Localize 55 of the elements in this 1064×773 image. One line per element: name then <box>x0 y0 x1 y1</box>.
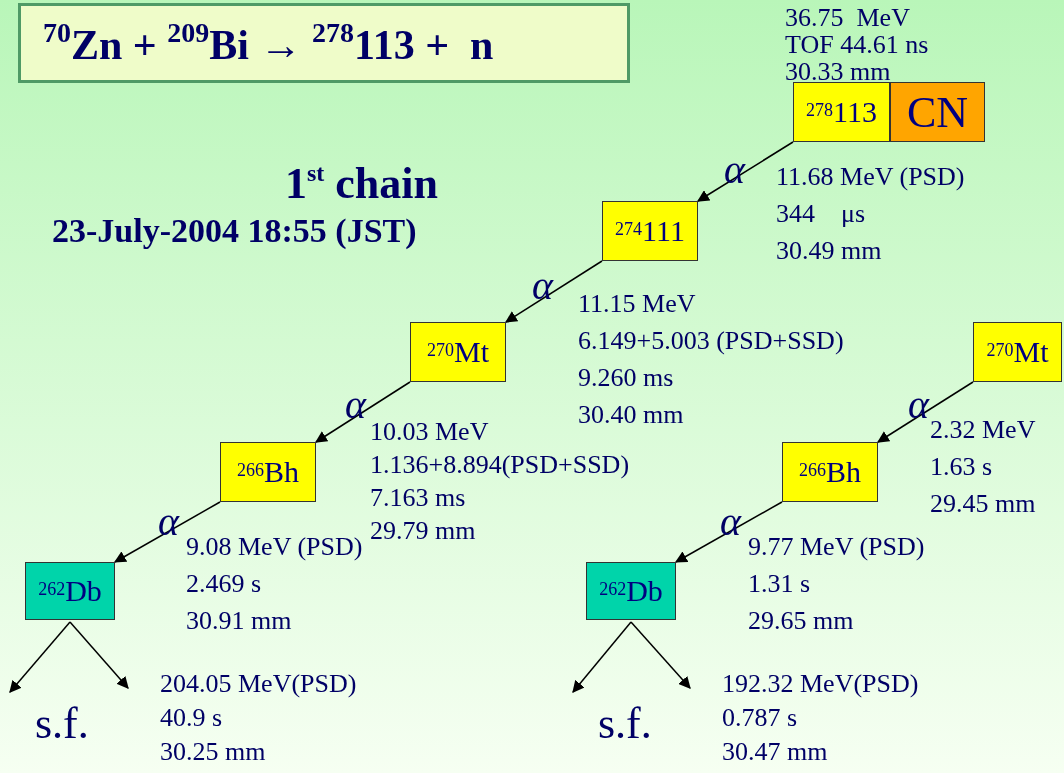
decay-arrow <box>697 141 794 202</box>
nuclide-box: $^{274}$111 <box>602 201 698 261</box>
measurement-text: 10.03 MeV <box>370 418 489 447</box>
measurement-text: 30.91 mm <box>186 607 292 636</box>
nuclide-box: $^{262}$Db <box>25 562 115 620</box>
decay-arrow <box>113 501 221 563</box>
edge-label: α <box>908 385 929 425</box>
heading: 23-July-2004 18:55 (JST) <box>52 212 417 250</box>
heading: 1$^{st}$ chain <box>285 160 439 209</box>
measurement-text: 40.9 s <box>160 704 223 733</box>
measurement-text: 2.469 s <box>186 570 262 599</box>
measurement-text: 344 μs <box>776 200 866 229</box>
decay-mode: s.f. <box>35 700 89 749</box>
decay-arrow <box>630 621 691 689</box>
decay-arrow <box>877 381 974 443</box>
decay-mode: s.f. <box>598 700 652 749</box>
decay-arrow <box>315 381 411 443</box>
measurement-text: 11.15 MeV <box>578 290 696 319</box>
measurement-text: 9.260 ms <box>578 364 674 393</box>
measurement-text: 30.40 mm <box>578 401 684 430</box>
measurement-text: 6.149+5.003 (PSD+SSD) <box>578 327 844 356</box>
measurement-text: 30.47 mm <box>722 738 828 767</box>
measurement-text: 11.68 MeV (PSD) <box>776 163 965 192</box>
nuclide-box: $^{262}$Db <box>586 562 676 620</box>
measurement-text: 1.31 s <box>748 570 811 599</box>
edge-label: α <box>345 385 366 425</box>
measurement-text: 1.63 s <box>930 453 993 482</box>
measurement-text: 30.49 mm <box>776 237 882 266</box>
measurement-text: 9.77 MeV (PSD) <box>748 533 925 562</box>
nuclide-box: $^{270}$Mt <box>410 322 506 382</box>
nuclide-box: CN <box>890 82 985 142</box>
nuclide-box: $^{278}$113 <box>793 82 890 142</box>
title-banner: $^{70}$Zn + $^{209}$Bi → $^{278}$113 + n <box>18 3 630 83</box>
measurement-text: 0.787 s <box>722 704 798 733</box>
measurement-text: 7.163 ms <box>370 484 466 513</box>
measurement-text: 9.08 MeV (PSD) <box>186 533 363 562</box>
measurement-text: 29.65 mm <box>748 607 854 636</box>
edge-label: α <box>532 266 553 306</box>
decay-arrow <box>69 621 129 689</box>
nuclide-box: $^{270}$Mt <box>973 322 1062 382</box>
measurement-text: TOF 44.61 ns <box>785 31 929 60</box>
nuclide-box: $^{266}$Bh <box>220 442 316 502</box>
nuclide-box: $^{266}$Bh <box>782 442 878 502</box>
measurement-text: 204.05 MeV(PSD) <box>160 670 357 699</box>
decay-arrow <box>9 621 71 693</box>
measurement-text: 2.32 MeV <box>930 416 1036 445</box>
decay-arrow <box>674 501 783 563</box>
measurement-text: 36.75 MeV <box>785 4 910 33</box>
decay-arrow <box>572 621 632 693</box>
measurement-text: 29.45 mm <box>930 490 1036 519</box>
measurement-text: 1.136+8.894(PSD+SSD) <box>370 451 630 480</box>
measurement-text: 192.32 MeV(PSD) <box>722 670 919 699</box>
measurement-text: 30.25 mm <box>160 738 266 767</box>
decay-arrow <box>505 260 603 323</box>
measurement-text: 29.79 mm <box>370 517 476 546</box>
